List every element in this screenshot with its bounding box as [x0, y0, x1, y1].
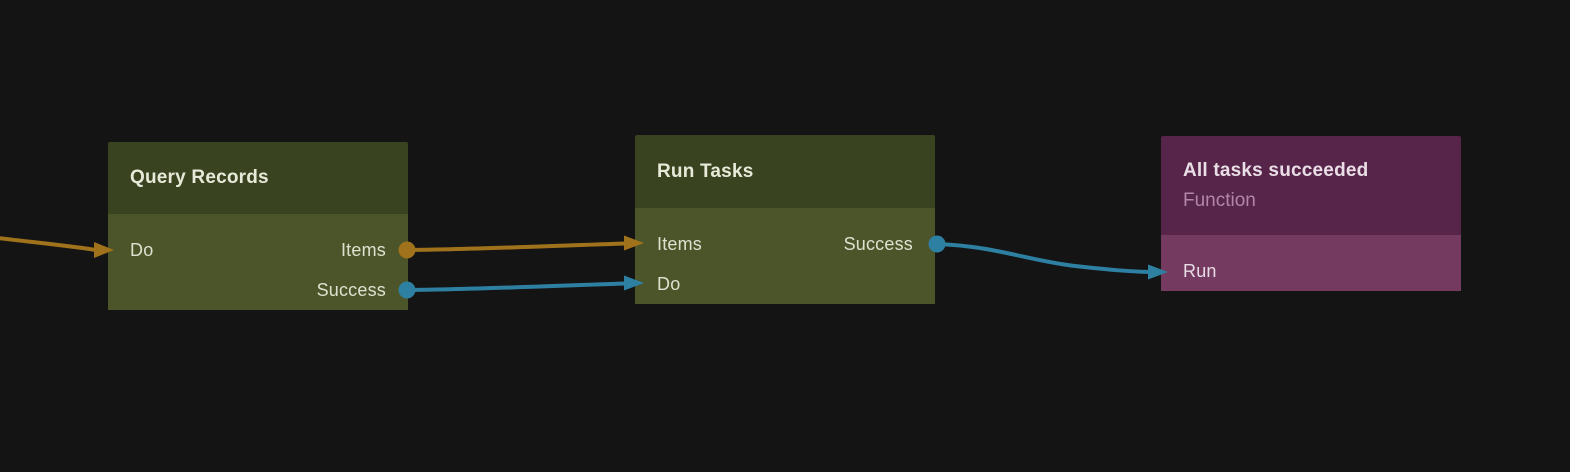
node-title: Query Records: [130, 167, 269, 189]
node-all-tasks-succeeded[interactable]: All tasks succeeded Function Run: [1161, 136, 1461, 308]
port-row: Run: [1183, 251, 1439, 291]
port-dot-runtasks-success[interactable]: [928, 235, 946, 253]
arrowhead-runtasks-do: [624, 275, 644, 291]
input-port-items: Items: [657, 233, 703, 254]
arrowhead-alltasks-run: [1148, 264, 1168, 280]
port-row: Items Success: [657, 224, 913, 264]
wire-incoming-to-query-do[interactable]: [0, 236, 98, 252]
port-row: Success: [130, 270, 386, 310]
node-subtitle: Function: [1183, 189, 1256, 211]
port-dot-query-items[interactable]: [398, 241, 416, 259]
input-port-do: Do: [657, 273, 681, 294]
wire-runtasks-success-to-alltasks-run[interactable]: [935, 242, 1152, 274]
output-port-success: Success: [316, 279, 386, 300]
input-port-run: Run: [1183, 260, 1217, 281]
arrowhead-runtasks-items: [624, 235, 644, 251]
node-all-tasks-succeeded-header[interactable]: All tasks succeeded Function: [1161, 136, 1461, 235]
node-run-tasks[interactable]: Run Tasks Items Success Do: [635, 135, 935, 318]
port-dot-query-success[interactable]: [398, 281, 416, 299]
wire-query-items-to-runtasks-items[interactable]: [405, 241, 628, 252]
node-query-records-body: Do Items Success: [108, 214, 408, 310]
arrowhead-query-do: [94, 242, 114, 258]
output-port-items: Items: [340, 239, 386, 260]
port-row: Do Items: [130, 230, 386, 270]
node-run-tasks-header[interactable]: Run Tasks: [635, 135, 935, 208]
input-port-do: Do: [130, 239, 154, 260]
node-run-tasks-body: Items Success Do: [635, 208, 935, 304]
node-query-records[interactable]: Query Records Do Items Success: [108, 142, 408, 322]
port-row: Do: [657, 264, 913, 304]
node-all-tasks-succeeded-body: Run: [1161, 235, 1461, 291]
wire-query-success-to-runtasks-do[interactable]: [405, 281, 628, 292]
node-query-records-header[interactable]: Query Records: [108, 142, 408, 214]
node-title: All tasks succeeded: [1183, 160, 1369, 182]
output-port-success: Success: [843, 233, 913, 254]
node-title: Run Tasks: [657, 160, 754, 182]
